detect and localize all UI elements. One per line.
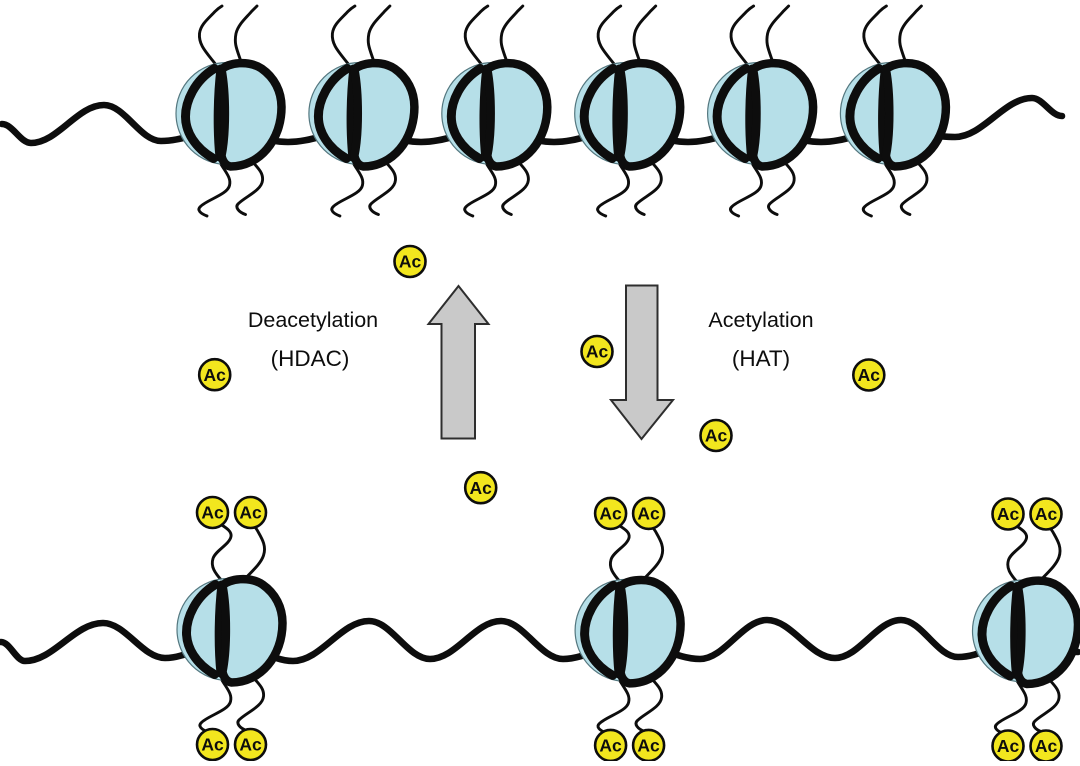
svg-text:Ac: Ac [705, 426, 728, 446]
svg-text:Ac: Ac [599, 504, 622, 524]
svg-text:Ac: Ac [201, 503, 224, 523]
svg-text:Ac: Ac [637, 736, 660, 756]
svg-text:Ac: Ac [1035, 504, 1058, 524]
svg-text:(HDAC): (HDAC) [271, 346, 350, 371]
svg-text:Ac: Ac [599, 736, 622, 756]
svg-text:Ac: Ac [470, 478, 493, 498]
svg-text:Ac: Ac [586, 342, 609, 362]
svg-text:Ac: Ac [1035, 736, 1058, 756]
svg-text:Ac: Ac [201, 735, 224, 755]
svg-text:Ac: Ac [204, 365, 227, 385]
svg-text:Ac: Ac [997, 736, 1020, 756]
svg-text:Ac: Ac [858, 365, 881, 385]
svg-text:Ac: Ac [239, 735, 262, 755]
svg-text:(HAT): (HAT) [732, 346, 790, 371]
svg-text:Ac: Ac [637, 504, 660, 524]
svg-text:Ac: Ac [399, 252, 422, 272]
svg-text:Deacetylation: Deacetylation [248, 308, 378, 332]
svg-text:Ac: Ac [239, 503, 262, 523]
svg-text:Ac: Ac [997, 504, 1020, 524]
svg-text:Acetylation: Acetylation [708, 308, 813, 332]
